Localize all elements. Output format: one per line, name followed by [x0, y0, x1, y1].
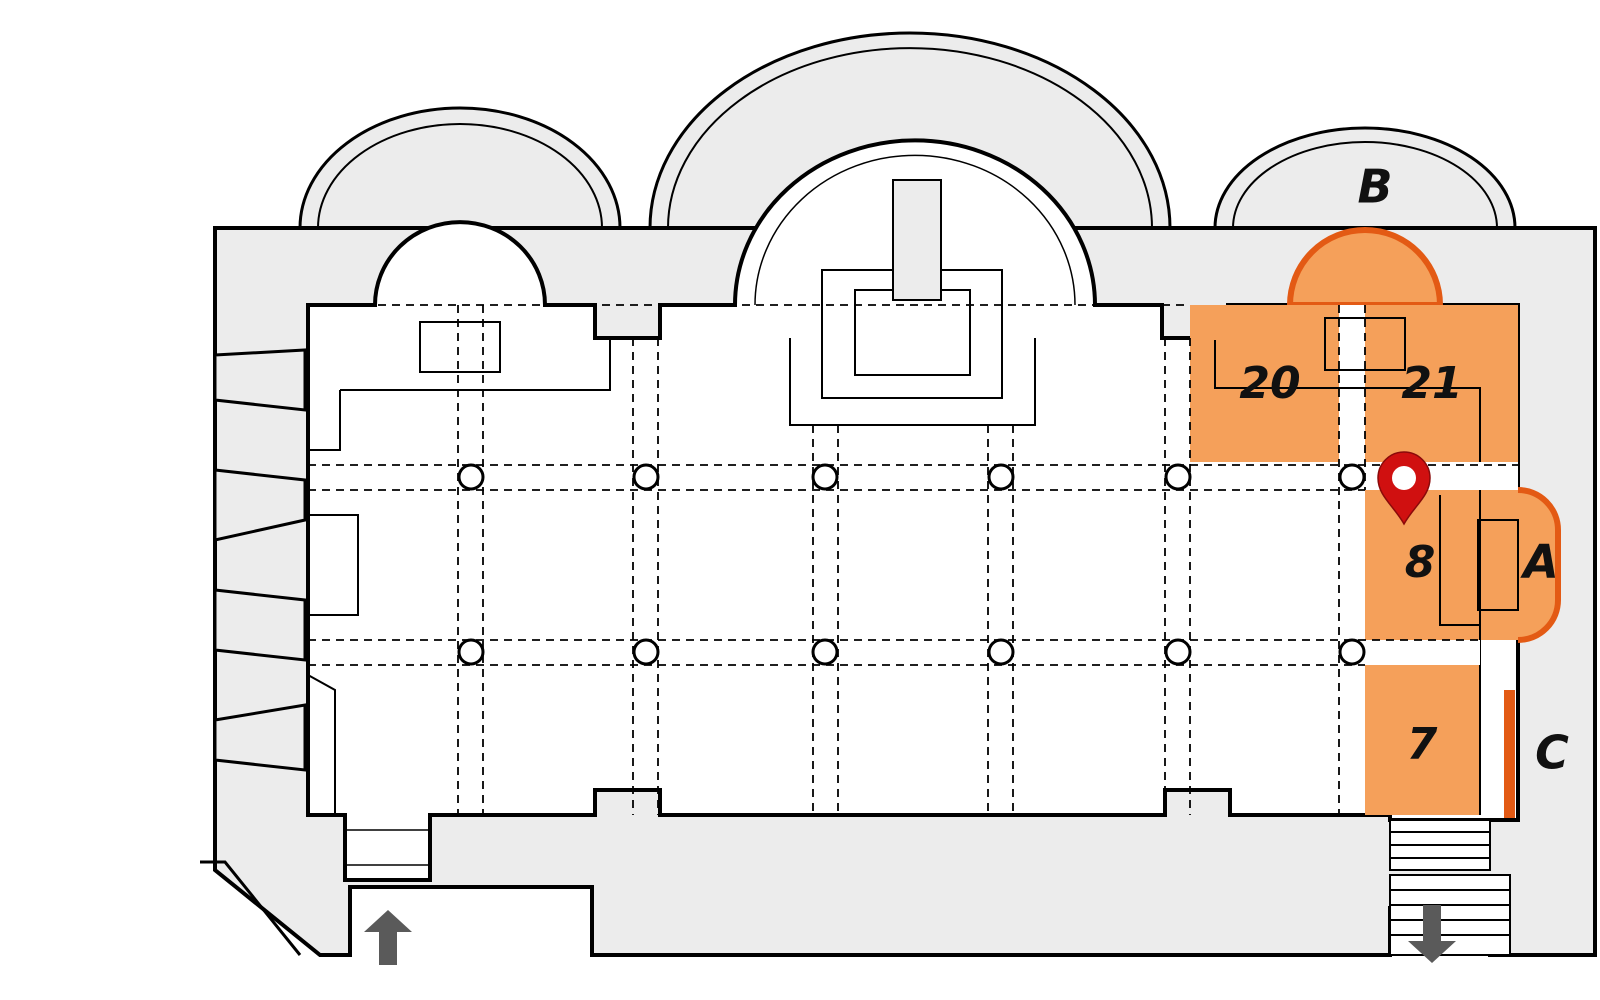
right-apse-outer [1213, 126, 1517, 230]
column [457, 463, 485, 491]
highlighted-zones [1190, 227, 1561, 818]
zone-label-a: A [1520, 535, 1559, 589]
left-buttresses [213, 348, 307, 772]
column [987, 463, 1015, 491]
column [811, 463, 839, 491]
columns [457, 463, 1366, 666]
dashed-grid [308, 304, 1518, 815]
column [632, 463, 660, 491]
zone-8-a [1365, 490, 1558, 640]
zone-label-20: 20 [1239, 358, 1300, 409]
left-altar [419, 321, 501, 373]
zone-label-21: 21 [1401, 358, 1462, 409]
left-apse-outer [298, 106, 622, 230]
zone-label-b: B [1357, 160, 1392, 214]
column [1164, 463, 1192, 491]
arrow-down-icon [1408, 905, 1456, 963]
zone-b-apse [1286, 227, 1444, 308]
arrow-up-icon [364, 910, 412, 965]
zone-label-c: C [1535, 726, 1569, 780]
central-altar [821, 179, 1003, 399]
zone-label-7: 7 [1407, 719, 1438, 770]
zone-7 [1365, 665, 1480, 815]
map-pin-icon[interactable] [1377, 451, 1431, 526]
zone-label-8: 8 [1405, 537, 1436, 588]
central-apse-outer [648, 31, 1172, 230]
column [1338, 638, 1366, 666]
column [811, 638, 839, 666]
column [632, 638, 660, 666]
column [1338, 463, 1366, 491]
column [1164, 638, 1192, 666]
zone-c [1504, 690, 1515, 818]
column [457, 638, 485, 666]
column [987, 638, 1015, 666]
